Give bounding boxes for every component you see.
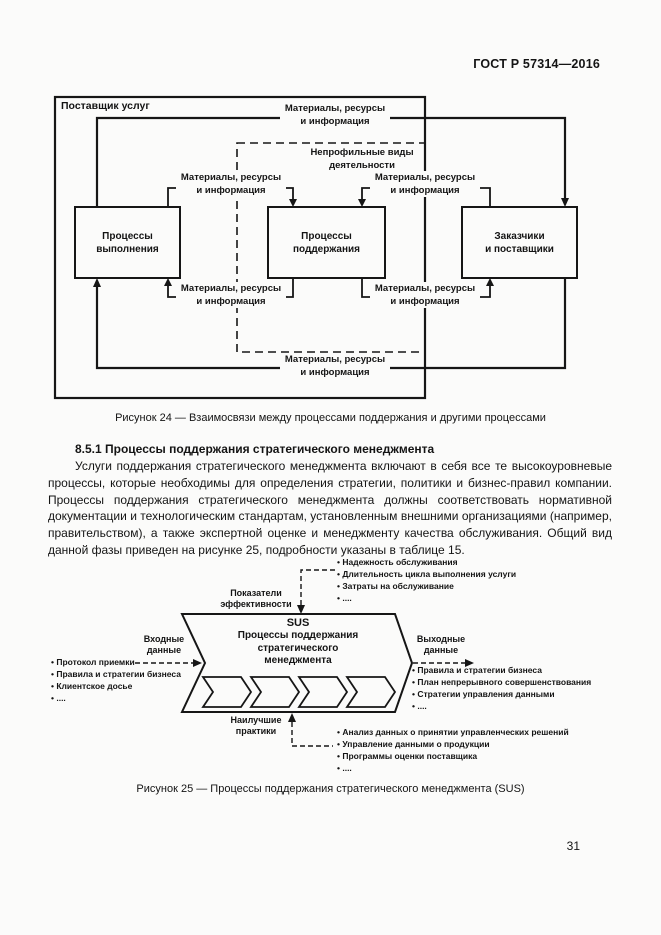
arrow-down-icon	[297, 605, 305, 614]
bullet-item: Клиентское досье	[51, 680, 181, 692]
arrow-up-icon	[164, 278, 172, 286]
best-practices-label: Наилучшие практики	[230, 715, 282, 736]
bullet-item: Стратегии управления данными	[412, 688, 591, 700]
flow-label-upper-left: Материалы, ресурсы и информация	[176, 171, 286, 197]
input-label: Входные данные	[143, 634, 185, 655]
bullet-item: План непрерывного совершенствования	[412, 676, 591, 688]
bullet-item: Протокол приемки	[51, 656, 181, 668]
noncore-box-label: Непрофильные виды деятельности	[310, 147, 414, 171]
chevron-segment	[345, 676, 397, 708]
kpi-bullet-list: Надежность обслуживания Длительность цик…	[337, 556, 516, 604]
execution-processes-label: Процессы выполнения	[96, 230, 159, 255]
kpi-label: Показатели эффективности	[220, 588, 292, 609]
body-paragraph: Услуги поддержания стратегического менед…	[48, 459, 612, 557]
flow-label-lower-right: Материалы, ресурсы и информация	[370, 282, 480, 308]
bullet-item: ....	[337, 592, 516, 604]
bullet-item: Надежность обслуживания	[337, 556, 516, 568]
bullet-item: Управление данными о продукции	[337, 738, 569, 750]
sus-block-label: SUS Процессы поддержания стратегического…	[237, 617, 359, 666]
arrow-right-icon	[193, 659, 202, 667]
bullet-item: Программы оценки поставщика	[337, 750, 569, 762]
kpi-connector	[300, 569, 335, 605]
bullet-item: Правила и стратегии бизнеса	[51, 668, 181, 680]
bullet-item: ....	[412, 700, 591, 712]
customers-suppliers-label: Заказчики и поставщики	[485, 230, 554, 255]
bullet-item: Длительность цикла выполнения услуги	[337, 568, 516, 580]
figure-24-canvas	[53, 95, 578, 400]
arrow-down-icon	[289, 199, 297, 207]
output-label: Выходные данные	[416, 634, 466, 655]
figure-25-caption: Рисунок 25 — Процессы поддержания страте…	[136, 783, 525, 795]
flow-label-upper-right: Материалы, ресурсы и информация	[370, 171, 480, 197]
bullet-item: Затраты на обслуживание	[337, 580, 516, 592]
flow-label-top: Материалы, ресурсы и информация	[280, 102, 390, 128]
bullet-item: ....	[337, 762, 569, 774]
support-processes-label: Процессы поддержания	[292, 230, 361, 255]
chevron-segment	[297, 676, 349, 708]
figure-25-canvas	[135, 569, 474, 747]
input-bullet-list: Протокол приемки Правила и стратегии биз…	[51, 656, 181, 704]
execution-processes-box	[74, 206, 181, 279]
figure-24: Поставщик услуг Непрофильные виды деятел…	[50, 92, 590, 410]
provider-box-label: Поставщик услуг	[61, 100, 150, 112]
figure-24-caption: Рисунок 24 — Взаимосвязи между процессам…	[115, 412, 546, 424]
output-bullet-list: Правила и стратегии бизнеса План непреры…	[412, 664, 591, 712]
chevron-segment	[201, 676, 253, 708]
chevron-segment	[249, 676, 301, 708]
bullet-item: Правила и стратегии бизнеса	[412, 664, 591, 676]
arrow-down-icon	[561, 198, 569, 207]
flow-label-lower-left: Материалы, ресурсы и информация	[176, 282, 286, 308]
figure-25: SUS Процессы поддержания стратегического…	[45, 550, 620, 778]
arrow-up-icon	[288, 713, 296, 722]
section-heading: 8.5.1 Процессы поддержания стратегическо…	[75, 442, 435, 456]
arrow-down-icon	[358, 199, 366, 207]
best-practices-bullet-list: Анализ данных о принятии управленческих …	[337, 726, 569, 774]
arrow-up-icon	[486, 278, 494, 286]
page-number: 31	[566, 839, 580, 853]
arrow-up-icon	[93, 278, 101, 287]
best-practices-connector	[291, 722, 333, 747]
support-processes-box	[267, 206, 386, 279]
bullet-item: Анализ данных о принятии управленческих …	[337, 726, 568, 738]
noncore-dashed-box	[236, 142, 426, 353]
bullet-item: ....	[51, 692, 181, 704]
document-header: ГОСТ Р 57314—2016	[473, 57, 600, 71]
flow-label-bottom: Материалы, ресурсы и информация	[280, 353, 390, 379]
customers-suppliers-box	[461, 206, 578, 279]
